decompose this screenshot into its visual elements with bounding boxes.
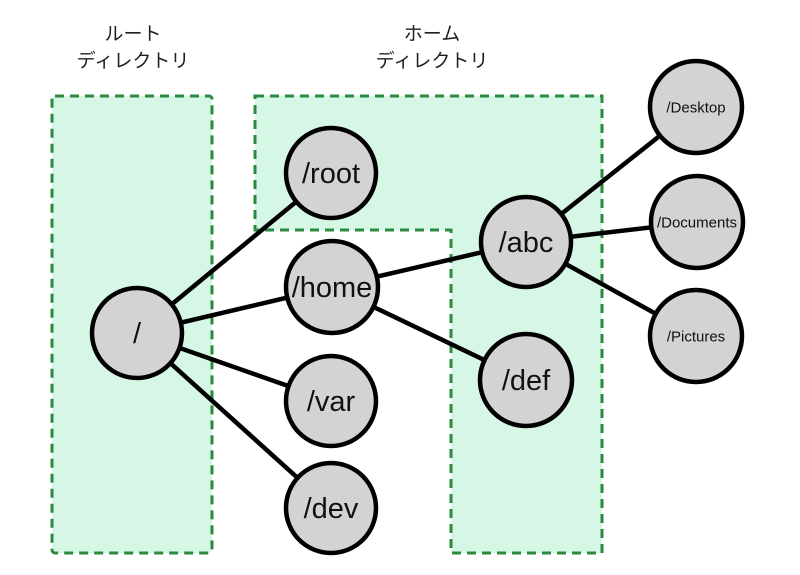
region-root-directory-label-line2: ディレクトリ xyxy=(77,50,190,72)
node-documents: /Documents xyxy=(648,173,746,271)
node-documents-label: /Documents xyxy=(657,214,737,231)
node-var-label: /var xyxy=(307,386,356,418)
node-desktop-label: /Desktop xyxy=(666,99,725,116)
node-var: /var xyxy=(283,353,379,449)
node-home-circle xyxy=(283,238,381,336)
node-root-circle xyxy=(283,125,379,221)
node-slash-circle xyxy=(89,285,185,381)
node-def-label: /def xyxy=(502,365,551,397)
node-home: /home xyxy=(283,238,381,336)
node-dev-circle xyxy=(283,460,379,556)
node-def-circle xyxy=(477,331,575,429)
node-dev: /dev xyxy=(283,460,379,556)
node-documents-circle xyxy=(648,173,746,271)
node-home-label: /home xyxy=(292,272,373,304)
node-abc: /abc xyxy=(478,194,574,290)
node-var-circle xyxy=(283,353,379,449)
node-slash: / xyxy=(89,285,185,381)
node-dev-label: /dev xyxy=(304,493,359,525)
node-pictures-circle xyxy=(647,287,745,385)
node-desktop-circle xyxy=(647,58,745,156)
node-pictures: /Pictures xyxy=(647,287,745,385)
node-root: /root xyxy=(283,125,379,221)
node-def: /def xyxy=(477,331,575,429)
node-pictures-label: /Pictures xyxy=(667,328,725,345)
node-slash-label: / xyxy=(133,318,142,350)
region-home-directory-label-line2: ディレクトリ xyxy=(376,50,489,72)
region-home-directory-label-line1: ホーム xyxy=(404,24,460,45)
node-abc-circle xyxy=(478,194,574,290)
node-desktop: /Desktop xyxy=(647,58,745,156)
region-root-directory-label-line1: ルート xyxy=(104,24,161,45)
node-root-label: /root xyxy=(302,158,360,190)
node-abc-label: /abc xyxy=(499,227,554,259)
